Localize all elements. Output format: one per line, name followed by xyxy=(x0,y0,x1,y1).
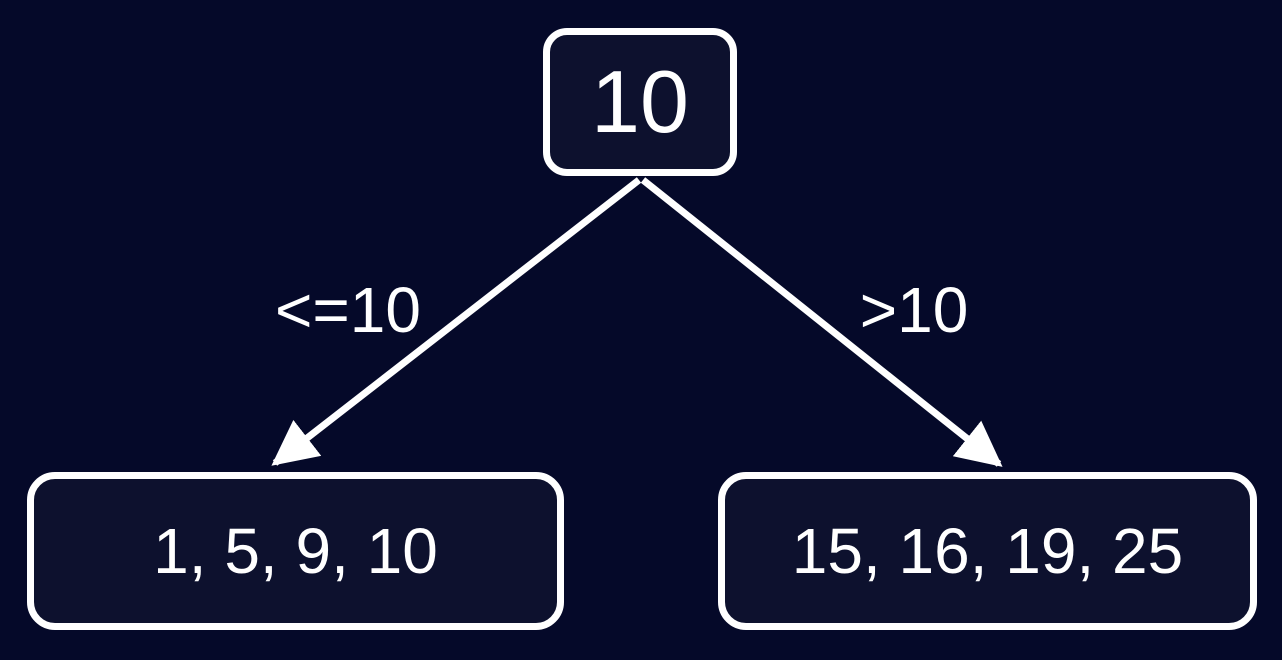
edge-label-left: <=10 xyxy=(275,274,421,346)
root-node-value: 10 xyxy=(591,52,689,151)
edge-label-right: >10 xyxy=(859,274,969,346)
leaf-right-values: 15, 16, 19, 25 xyxy=(791,515,1184,587)
tree-node-leaf-right: 15, 16, 19, 25 xyxy=(718,472,1257,630)
edge-line-left xyxy=(271,177,642,466)
tree-node-leaf-left: 1, 5, 9, 10 xyxy=(27,472,564,630)
leaf-left-values: 1, 5, 9, 10 xyxy=(153,515,438,587)
tree-node-root: 10 xyxy=(543,28,737,176)
edge-line-right xyxy=(640,177,1003,467)
